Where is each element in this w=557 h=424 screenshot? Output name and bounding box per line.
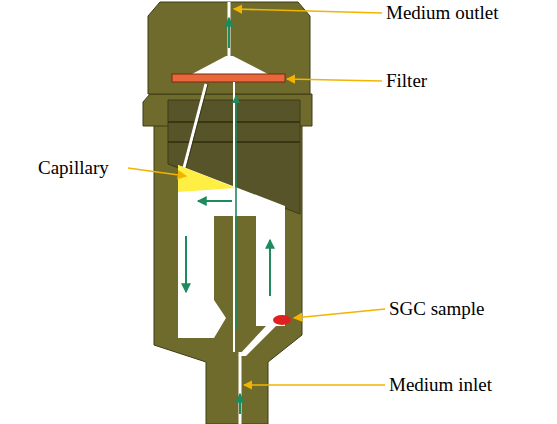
capillary-edge [186, 84, 208, 168]
leader-line [244, 384, 385, 386]
leader-line [287, 79, 382, 81]
flow-arrow [198, 200, 232, 202]
flow-arrow [269, 240, 271, 296]
upper-chamber [178, 165, 285, 216]
top-cap [148, 2, 310, 94]
leader-line [294, 309, 385, 318]
sample-drop [273, 315, 291, 325]
inlet-passage [238, 326, 276, 356]
central-tube [233, 82, 235, 352]
flow-arrow [235, 96, 237, 330]
filter-chamber [192, 56, 268, 74]
part-label: Filter [386, 70, 427, 92]
filter-disc [172, 74, 285, 82]
capillary-meniscus [178, 165, 236, 192]
left-channel [178, 216, 226, 338]
outlet-channel [228, 2, 231, 58]
leader-line [234, 9, 382, 13]
flow-arrow [239, 394, 241, 414]
part-label: SGC sample [389, 298, 485, 320]
inlet-channel [239, 352, 242, 424]
right-channel [256, 214, 285, 326]
part-label: Medium outlet [386, 2, 498, 24]
part-label: Capillary [38, 157, 109, 179]
flow-arrow [185, 236, 187, 292]
part-label: Medium inlet [389, 374, 492, 396]
leader-line [128, 168, 186, 176]
flow-arrow [228, 18, 230, 48]
capillary-tube [184, 84, 206, 168]
